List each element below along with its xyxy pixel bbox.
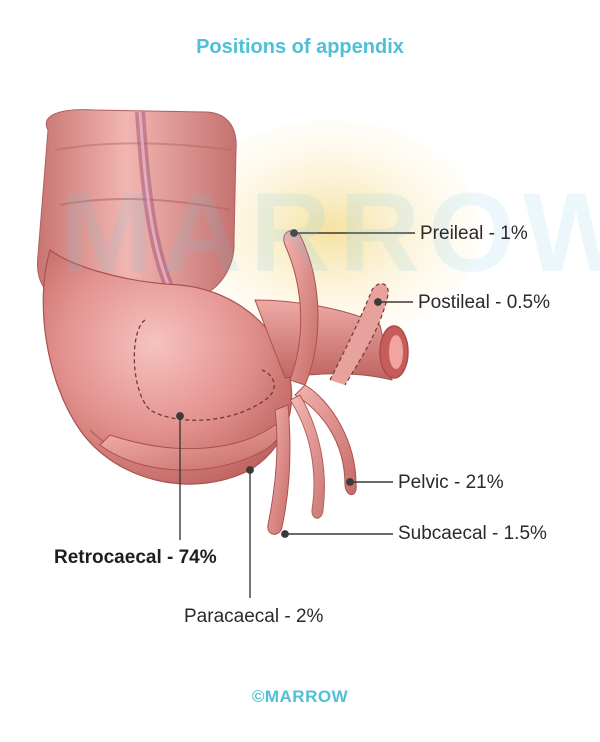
appendix-strand bbox=[289, 394, 325, 519]
label-preileal: Preileal - 1% bbox=[420, 223, 528, 244]
label-pelvic: Pelvic - 21% bbox=[398, 472, 504, 493]
retrocaecal-dot bbox=[176, 412, 184, 420]
preileal-dot bbox=[290, 229, 298, 237]
label-postileal: Postileal - 0.5% bbox=[418, 292, 551, 313]
pelvic-dot bbox=[346, 478, 354, 486]
copyright-footer: ©MARROW bbox=[251, 687, 349, 706]
subcaecal-dot bbox=[281, 530, 289, 538]
haustra-fold bbox=[59, 197, 231, 211]
label-retrocaecal: Retrocaecal - 74% bbox=[54, 547, 217, 568]
postileal-dot bbox=[374, 298, 382, 306]
preileal-appendix bbox=[283, 230, 319, 386]
subcaecal-appendix bbox=[267, 404, 291, 535]
retrocaecal-appendix-outline bbox=[133, 319, 275, 421]
paracaecal-dot bbox=[246, 466, 254, 474]
label-subcaecal: Subcaecal - 1.5% bbox=[398, 523, 547, 544]
watermark: MARROW bbox=[60, 170, 600, 295]
postileal-appendix bbox=[329, 283, 389, 386]
diagram-title: Positions of appendix bbox=[196, 36, 404, 58]
ileum-lumen bbox=[389, 335, 403, 369]
pelvic-appendix bbox=[294, 384, 357, 496]
mesentery bbox=[180, 120, 480, 340]
label-paracaecal: Paracaecal - 2% bbox=[184, 606, 324, 627]
leader-lines bbox=[176, 229, 415, 598]
